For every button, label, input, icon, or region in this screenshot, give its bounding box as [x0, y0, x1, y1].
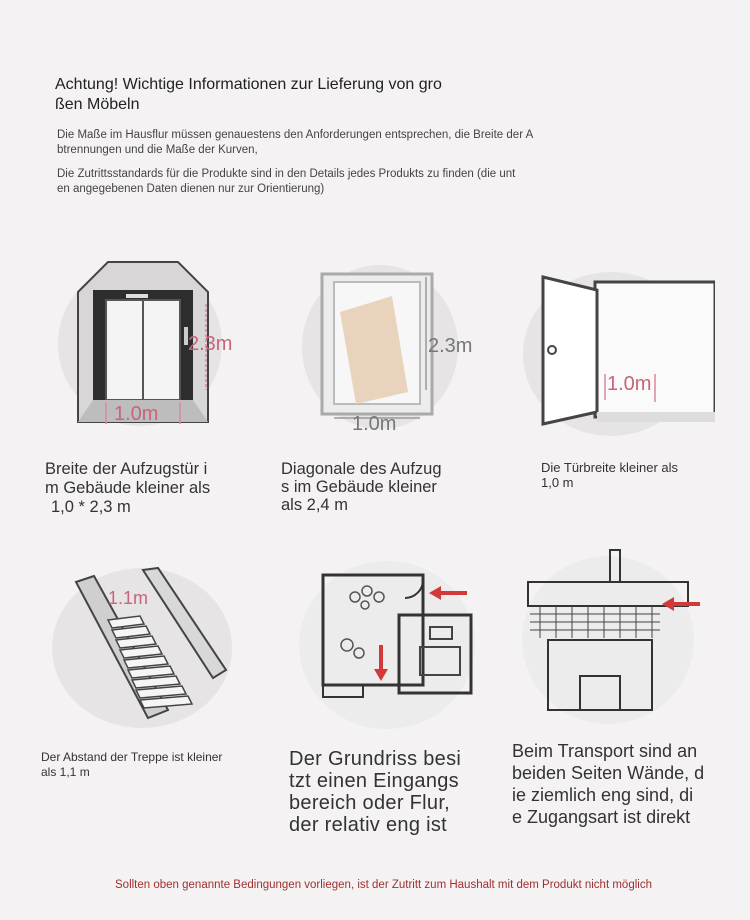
intro-p2-line-1: Die Zutrittsstandards für die Produkte s…: [57, 168, 516, 180]
caption-floor-plan: Der Grundriss besi tzt einen Eingangs be…: [289, 748, 461, 836]
door-tile: 1.0m: [515, 262, 715, 442]
caption-line: Der Grundriss besi: [289, 748, 462, 770]
caption-line: m Gebäude kleiner als: [45, 479, 211, 497]
elevator-door-icon: 2.3m 1.0m: [58, 261, 232, 426]
caption-line: tzt einen Eingangs: [289, 770, 459, 792]
width-label: 1.0m: [352, 413, 396, 435]
floor-plan-tile: [295, 555, 495, 735]
caption-line: e Zugangsart ist direkt: [512, 807, 691, 827]
staircase-icon: 1.1m: [52, 566, 232, 728]
caption-door: Die Türbreite kleiner als 1,0 m: [541, 460, 678, 490]
intro-p1-line-1: Die Maße im Hausflur müssen genauestens …: [57, 129, 534, 141]
caption-line: s im Gebäude kleiner: [281, 478, 437, 496]
elevator-diagonal-icon: 2.3m 1.0m: [302, 265, 472, 435]
intro-paragraph-2: Die Zutrittsstandards für die Produkte s…: [57, 167, 597, 197]
caption-line: beiden Seiten Wände, d: [512, 763, 705, 783]
caption-staircase: Der Abstand der Treppe ist kleiner als 1…: [41, 750, 222, 780]
caption-line: als 2,4 m: [281, 496, 348, 514]
caption-line: Beim Transport sind an: [512, 741, 698, 761]
elevator-door-tile: 2.3m 1.0m: [48, 252, 248, 442]
width-label: 1.0m: [607, 373, 651, 395]
title-line-2: ßen Möbeln: [55, 96, 140, 113]
caption-line: Die Türbreite kleiner als: [541, 460, 679, 475]
caption-line: bereich oder Flur,: [289, 792, 451, 814]
caption-line: ie ziemlich eng sind, di: [512, 785, 694, 805]
page-title: Achtung! Wichtige Informationen zur Lief…: [55, 75, 515, 115]
elevator-diagonal-tile: 2.3m 1.0m: [300, 252, 500, 442]
caption-line: Diagonale des Aufzug: [281, 460, 442, 478]
caption-line: 1,0 * 2,3 m: [51, 498, 131, 516]
floor-plan-icon: [299, 561, 475, 729]
caption-corridor-walls: Beim Transport sind an beiden Seiten Wän…: [512, 740, 704, 828]
corridor-walls-tile: [520, 548, 720, 728]
caption-elevator-door: Breite der Aufzugstür i m Gebäude kleine…: [45, 460, 210, 517]
corridor-walls-icon: [522, 549, 700, 724]
caption-line: 1,0 m: [541, 475, 574, 490]
intro-paragraph-1: Die Maße im Hausflur müssen genauestens …: [57, 128, 597, 158]
caption-line: Breite der Aufzugstür i: [45, 460, 208, 478]
width-label: 1.1m: [108, 588, 148, 608]
caption-line: der relativ eng ist: [289, 814, 447, 836]
height-label: 2.3m: [428, 335, 472, 357]
title-line-1: Achtung! Wichtige Informationen zur Lief…: [55, 76, 442, 93]
caption-line: als 1,1 m: [41, 765, 90, 779]
intro-p2-line-2: en angegebenen Daten dienen nur zur Orie…: [57, 183, 325, 195]
caption-elevator-diagonal: Diagonale des Aufzug s im Gebäude kleine…: [281, 460, 442, 514]
height-label: 2.3m: [188, 333, 232, 355]
intro-p1-line-2: btrennungen und die Maße der Kurven,: [57, 144, 258, 156]
caption-line: Der Abstand der Treppe ist kleiner: [41, 750, 223, 764]
door-icon: 1.0m: [523, 272, 715, 436]
staircase-tile: 1.1m: [48, 560, 248, 740]
width-label: 1.0m: [114, 403, 158, 425]
warning-footer: Sollten oben genannte Bedingungen vorlie…: [115, 879, 652, 891]
